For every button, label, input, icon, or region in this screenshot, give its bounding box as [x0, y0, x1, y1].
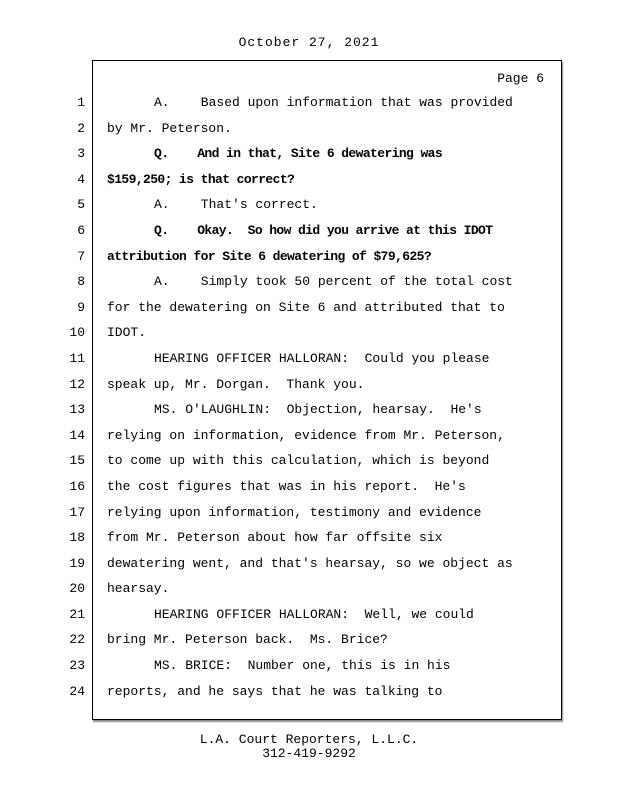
line-text: A. Based upon information that was provi…	[154, 95, 513, 110]
transcript-line: 12 speak up, Mr. Dorgan. Thank you.	[0, 372, 618, 398]
line-text: IDOT.	[107, 325, 147, 341]
line-text: the cost figures that was in his report.…	[107, 478, 466, 494]
footer-company: L.A. Court Reporters, L.L.C.	[199, 732, 419, 747]
line-text: relying upon information, testimony and …	[107, 504, 482, 520]
transcript-line: 13 MS. O'LAUGHLIN: Objection, hearsay. He…	[0, 397, 618, 423]
transcript-line: 2 by Mr. Peterson.	[0, 116, 618, 142]
line-text: reports, and he says that he was talking…	[107, 683, 443, 699]
line-number: 24	[69, 683, 85, 699]
document-date: October 27, 2021	[238, 35, 380, 50]
line-number: 1	[77, 95, 85, 110]
line-text: speak up, Mr. Dorgan. Thank you.	[107, 376, 365, 392]
transcript-line: 11 HEARING OFFICER HALLORAN: Could you pl…	[0, 346, 618, 372]
line-text: for the dewatering on Site 6 and attribu…	[107, 299, 505, 315]
transcript-line: 22 bring Mr. Peterson back. Ms. Brice?	[0, 627, 618, 653]
line-number: 7	[77, 248, 85, 264]
transcript-line: 1 A. Based upon information that was prov…	[0, 90, 618, 116]
line-number: 14	[69, 427, 85, 443]
line-text: HEARING OFFICER HALLORAN: Could you plea…	[154, 350, 490, 366]
line-number: 16	[69, 478, 85, 494]
transcript-line: 17 relying upon information, testimony an…	[0, 500, 618, 526]
transcript-lines: 1 A. Based upon information that was prov…	[0, 90, 618, 704]
line-text: HEARING OFFICER HALLORAN: Well, we could	[154, 606, 474, 622]
transcript-line: 3 Q. And in that, Site 6 dewatering was	[0, 141, 618, 167]
document-footer: L.A. Court Reporters, L.L.C. 312-419-929…	[0, 733, 618, 761]
line-number: 20	[69, 581, 85, 597]
line-number: 10	[69, 325, 85, 341]
line-number: 6	[77, 222, 85, 238]
line-text: to come up with this calculation, which …	[107, 453, 490, 469]
transcript-line: 8 A. Simply took 50 percent of the total …	[0, 269, 618, 295]
line-number: 12	[69, 376, 85, 392]
transcript-line: 24 reports, and he says that he was talki…	[0, 679, 618, 705]
line-number: 13	[69, 402, 85, 418]
footer-phone: 312-419-9292	[262, 746, 356, 761]
line-number: 2	[77, 120, 85, 136]
transcript-page	[92, 60, 562, 720]
transcript-line: 18 from Mr. Peterson about how far offsit…	[0, 525, 618, 551]
transcript-line: 9 for the dewatering on Site 6 and attrib…	[0, 295, 618, 321]
page-number: Page 6	[497, 71, 544, 86]
line-number: 3	[77, 146, 85, 162]
line-number: 8	[77, 274, 85, 290]
line-number: 23	[69, 658, 85, 674]
transcript-line: 16 the cost figures that was in his repor…	[0, 474, 618, 500]
line-text: by Mr. Peterson.	[107, 120, 232, 136]
transcript-line: 15 to come up with this calculation, whic…	[0, 448, 618, 474]
transcript-line: 20 hearsay.	[0, 576, 618, 602]
line-text: attribution for Site 6 dewatering of $79…	[107, 248, 432, 264]
line-text: MS. BRICE: Number one, this is in his	[154, 658, 451, 674]
line-text: relying on information, evidence from Mr…	[107, 427, 505, 443]
line-text: hearsay.	[107, 581, 170, 597]
line-number: 9	[77, 299, 85, 315]
line-text: A. Simply took 50 percent of the total c…	[154, 274, 513, 290]
line-text: bring Mr. Peterson back. Ms. Brice?	[107, 632, 388, 648]
transcript-line: 14 relying on information, evidence from …	[0, 423, 618, 449]
line-number: 11	[69, 350, 85, 366]
line-text: Q. And in that, Site 6 dewatering was	[154, 146, 443, 162]
transcript-line: 19 dewatering went, and that's hearsay, s…	[0, 551, 618, 577]
line-number: 5	[77, 197, 85, 213]
transcript-line: 21 HEARING OFFICER HALLORAN: Well, we cou…	[0, 602, 618, 628]
line-text: $159,250; is that correct?	[107, 171, 295, 187]
transcript-line: 5 A. That's correct.	[0, 192, 618, 218]
transcript-line: 10 IDOT.	[0, 320, 618, 346]
line-text: MS. O'LAUGHLIN: Objection, hearsay. He's	[154, 402, 482, 418]
line-number: 22	[69, 632, 85, 648]
transcript-line: 7 attribution for Site 6 dewatering of $7…	[0, 244, 618, 270]
line-text: from Mr. Peterson about how far offsite …	[107, 530, 443, 546]
line-number: 17	[69, 504, 85, 520]
transcript-line: 23 MS. BRICE: Number one, this is in his	[0, 653, 618, 679]
line-number: 15	[69, 453, 85, 469]
transcript-line: 6 Q. Okay. So how did you arrive at this …	[0, 218, 618, 244]
line-text: dewatering went, and that's hearsay, so …	[107, 555, 513, 571]
line-number: 21	[69, 606, 85, 622]
transcript-line: 4 $159,250; is that correct?	[0, 167, 618, 193]
line-text: Q. Okay. So how did you arrive at this I…	[154, 222, 493, 238]
line-text: A. That's correct.	[154, 197, 318, 213]
line-number: 18	[69, 530, 85, 546]
line-number: 19	[69, 555, 85, 571]
line-number: 4	[77, 171, 85, 187]
